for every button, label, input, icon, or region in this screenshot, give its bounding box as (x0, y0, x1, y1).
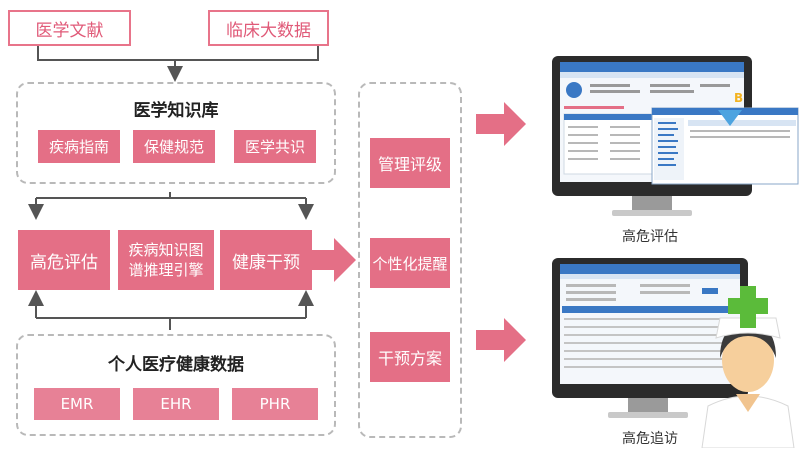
knowledge-item-norm: 保健规范 (133, 130, 215, 163)
personal-item-ehr: EHR (133, 388, 219, 420)
nurse-illustration (701, 286, 795, 448)
personal-data-group (16, 334, 336, 436)
middle-item-engine: 疾病知识图谱推理引擎 (118, 230, 214, 290)
column-item-rating: 管理评级 (370, 138, 450, 188)
right-arrow-bottom (476, 318, 526, 362)
personal-item-phr: PHR (232, 388, 318, 420)
knowledge-item-consensus: 医学共识 (234, 130, 316, 163)
clinical-big-data-label: 临床大数据 (226, 20, 311, 41)
svg-text:B: B (734, 91, 743, 105)
middle-item-intervention: 健康干预 (220, 230, 312, 290)
clinical-big-data-box: 临床大数据 (208, 10, 329, 46)
knowledge-base-group (16, 82, 336, 184)
right-arrow-middle (310, 238, 356, 282)
column-item-reminder: 个性化提醒 (370, 238, 450, 288)
right-arrow-top (476, 102, 526, 146)
column-item-plan: 干预方案 (370, 332, 450, 382)
personal-data-title: 个人医疗健康数据 (108, 355, 244, 375)
monitor-risk-assessment: B (552, 56, 799, 216)
caption-risk-assessment: 高危评估 (622, 229, 678, 245)
medical-literature-label: 医学文献 (35, 20, 104, 41)
middle-item-risk: 高危评估 (18, 230, 110, 290)
knowledge-base-title: 医学知识库 (133, 101, 219, 121)
knowledge-item-guideline: 疾病指南 (38, 130, 120, 163)
medical-literature-box: 医学文献 (8, 10, 131, 46)
personal-item-emr: EMR (34, 388, 120, 420)
output-column-group (358, 82, 462, 438)
caption-risk-followup: 高危追访 (622, 431, 678, 447)
monitor-risk-followup (552, 258, 748, 418)
